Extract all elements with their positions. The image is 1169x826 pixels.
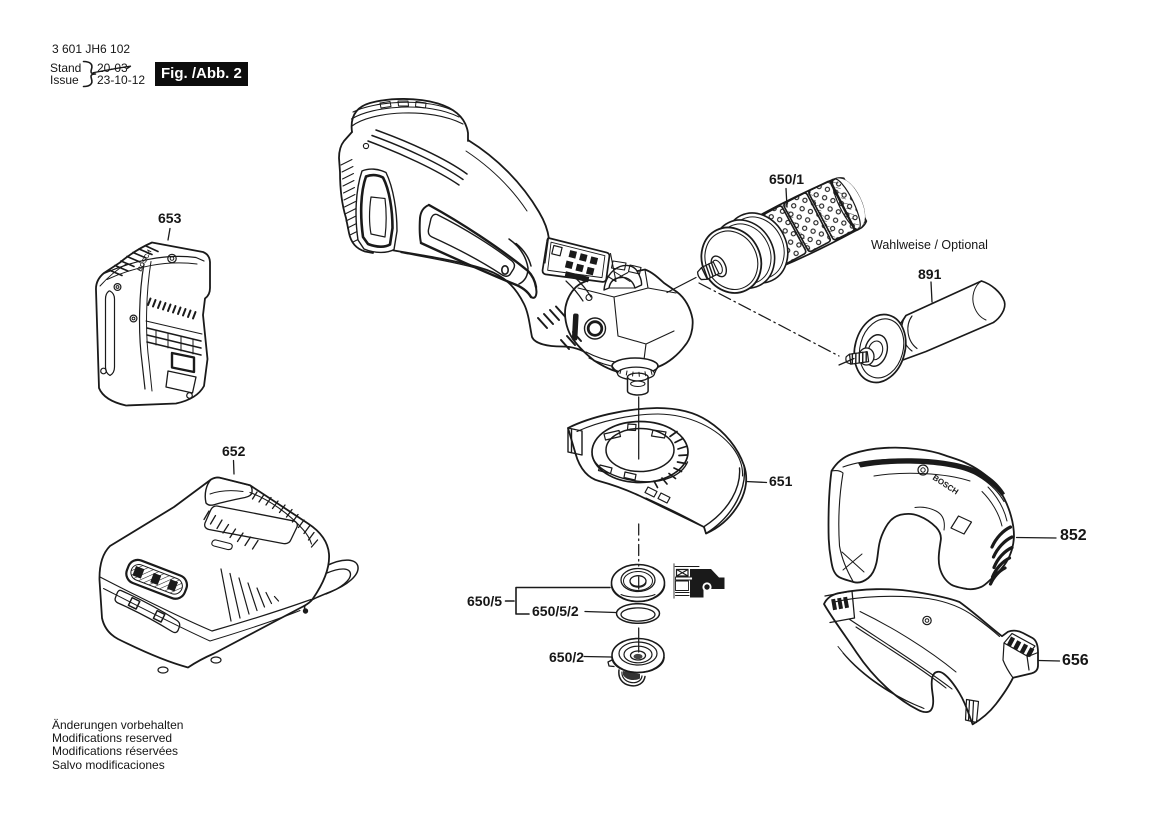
old-revision-value: 20-03: [97, 60, 128, 75]
disclaimer-de: Änderungen vorbehalten: [52, 717, 184, 732]
callout-852: 852: [1060, 527, 1087, 544]
charger-652-drawing: [98, 476, 359, 674]
callout-leader-lines: [167, 187, 1061, 662]
callout-650-5: 650/5: [467, 593, 503, 609]
issue-label: Issue: [50, 73, 79, 88]
document-number: 3 601 JH6 102: [52, 42, 131, 56]
backing-flange-650-5-drawing: [610, 563, 666, 603]
callout-650-1: 650/1: [769, 171, 805, 187]
o-ring-650-5-2-drawing: [615, 602, 661, 625]
stand-issue-brace: [82, 60, 97, 88]
cutting-guard-852-drawing: BOSCH: [827, 446, 1015, 591]
figure-number-box: Fig. /Abb. 2: [155, 62, 248, 86]
callout-650-2: 650/2: [549, 649, 585, 665]
disclaimer-block: Änderungen vorbehalten Modifications res…: [52, 717, 184, 773]
disclaimer-es: Salvo modificaciones: [52, 757, 165, 772]
callout-653: 653: [158, 210, 182, 226]
auxiliary-handle-891-drawing: [845, 280, 1006, 384]
revision-value: 23-10-12: [97, 73, 146, 88]
callout-650-5-2: 650/5/2: [532, 602, 579, 619]
callout-891: 891: [918, 266, 942, 282]
callout-652: 652: [222, 443, 246, 459]
stand-label: Stand: [50, 61, 82, 76]
assembly-centerlines: [638, 276, 855, 653]
disclaimer-fr: Modifications réservées: [52, 744, 179, 759]
callout-651: 651: [769, 472, 793, 489]
wheel-guard-651-drawing: [567, 407, 748, 535]
callout-656: 656: [1062, 651, 1089, 669]
old-revision-strikethrough: [92, 65, 132, 74]
mounting-tool-icon: [673, 563, 725, 599]
clamping-nut-650-2-drawing: [607, 637, 665, 687]
optional-note: Wahlweise / Optional: [871, 237, 988, 252]
vibration-handle-650-1-drawing: [696, 177, 868, 294]
dust-guard-656-drawing: [823, 588, 1039, 726]
angle-grinder-drawing: [338, 98, 694, 396]
disclaimer-en: Modifications reserved: [52, 730, 173, 745]
battery-653-drawing: BOSCH: [95, 241, 211, 407]
